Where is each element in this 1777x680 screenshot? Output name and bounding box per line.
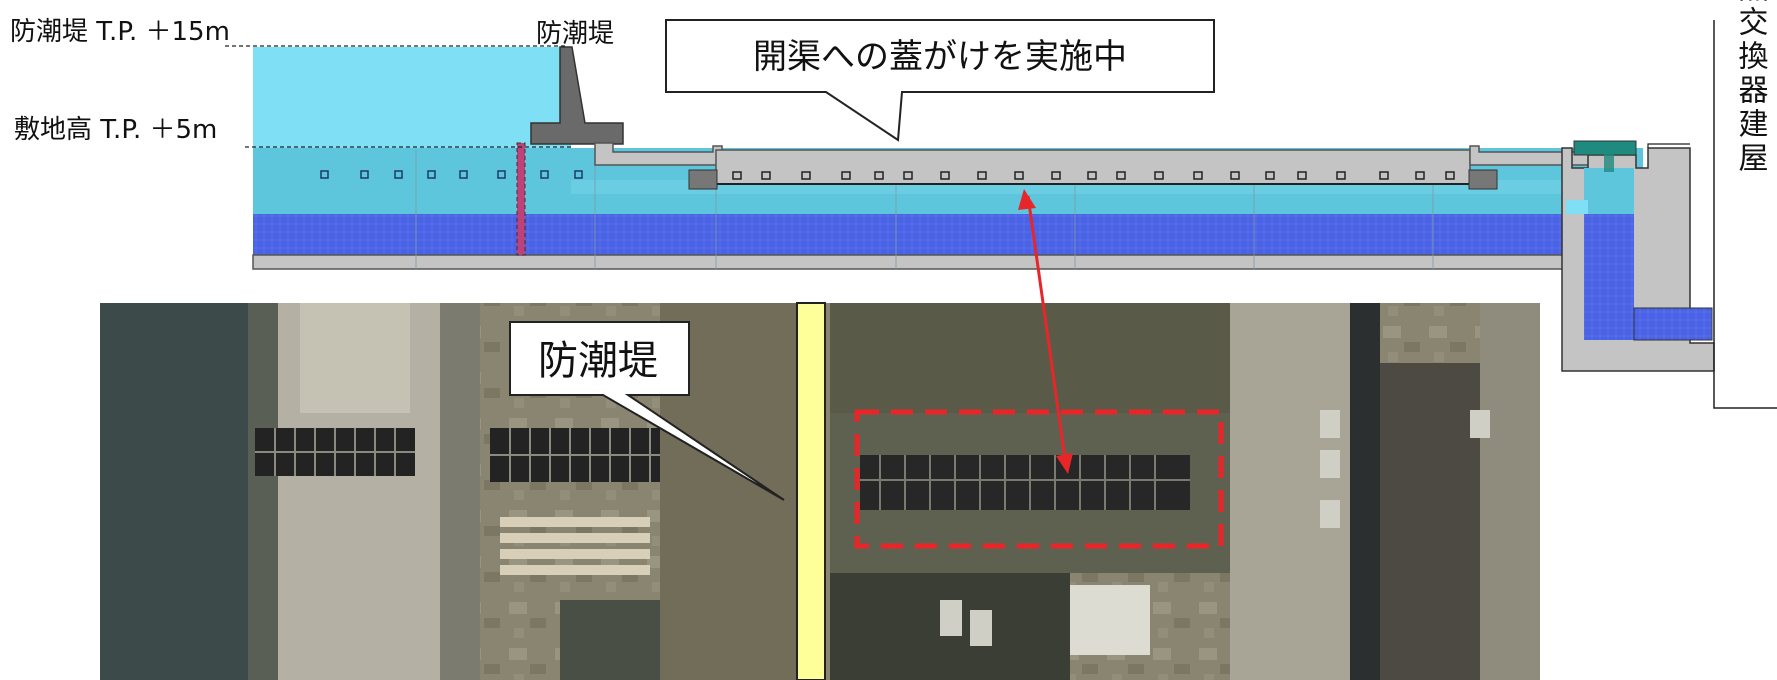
seawater-upper-region <box>253 47 571 150</box>
svg-text:熱交換器建屋: 熱交換器建屋 <box>1733 0 1769 176</box>
photo-seawall-callout: 防潮堤 <box>509 321 785 501</box>
cover-area-highlight <box>854 409 1224 549</box>
channel-left-wall <box>594 142 723 166</box>
seawall-structure <box>530 46 624 145</box>
seawall-top-label: 防潮堤 <box>536 19 614 49</box>
channel-bottom-slab <box>252 254 1647 270</box>
building-label: 熱交換器建屋 <box>1733 0 1769 176</box>
site-height-label: 敷地高 T.P. ＋5m <box>14 115 217 145</box>
seawall-height-label: 防潮堤 T.P. ＋15m <box>10 17 230 47</box>
photo-seawall-callout-text: 防潮堤 <box>538 338 658 384</box>
building-outline <box>1713 20 1777 409</box>
location-link-arrow <box>1018 189 1073 474</box>
cover-callout: 開渠への蓋がけを実施中 <box>665 19 1215 142</box>
cross-section <box>225 20 1777 409</box>
seawall-line-photo <box>796 302 826 680</box>
seawall-position-marker <box>516 142 526 256</box>
cover-callout-text: 開渠への蓋がけを実施中 <box>753 37 1127 77</box>
